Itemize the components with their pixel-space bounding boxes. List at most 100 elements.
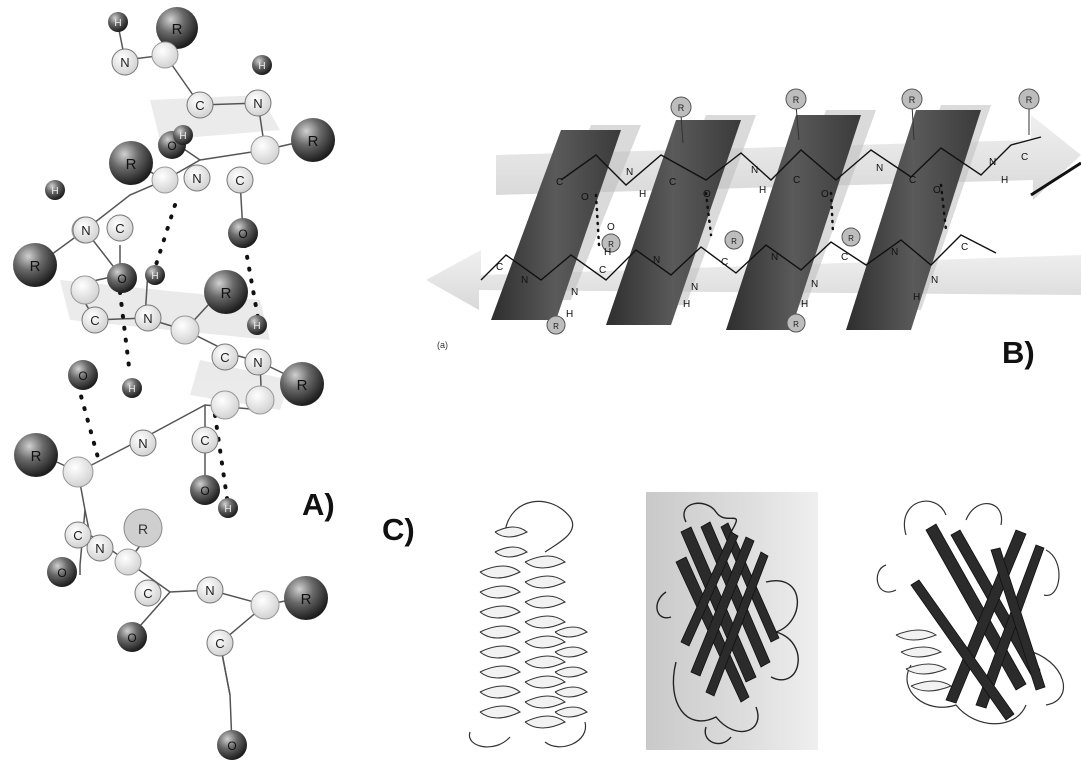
nitrogen-atom: N	[183, 164, 211, 192]
svg-text:O: O	[581, 192, 589, 203]
svg-text:R: R	[848, 234, 854, 243]
svg-text:C: C	[669, 177, 676, 188]
svg-text:N: N	[691, 282, 698, 293]
sheet-atom-labels: C N C N C N C N C O O O O H H H C N C N …	[496, 152, 1028, 320]
svg-text:C: C	[1021, 152, 1028, 163]
svg-text:H: H	[566, 309, 573, 320]
svg-text:R: R	[31, 448, 42, 465]
svg-text:O: O	[607, 222, 615, 233]
oxygen-atom: O	[107, 263, 137, 293]
connecting-loop	[903, 500, 947, 536]
svg-text:C: C	[235, 173, 244, 188]
svg-text:H: H	[179, 131, 186, 142]
svg-text:R: R	[1026, 95, 1033, 105]
side-chain-sphere: R	[14, 433, 58, 477]
side-chain-sphere: R	[284, 576, 328, 620]
svg-text:C: C	[90, 313, 99, 328]
oxygen-atom: O	[228, 218, 258, 248]
svg-text:N: N	[931, 275, 938, 286]
nitrogen-atom: N	[244, 348, 272, 376]
side-chain-sphere: R	[670, 96, 692, 144]
connecting-loop	[656, 591, 672, 619]
side-chain-sphere: R	[123, 508, 163, 548]
svg-text:N: N	[653, 255, 660, 266]
svg-text:C: C	[195, 98, 204, 113]
oxygen-atom: O	[117, 622, 147, 652]
svg-text:C: C	[73, 528, 82, 543]
nitrogen-atom: N	[244, 89, 272, 117]
alpha-carbons	[62, 41, 280, 620]
svg-text:H: H	[683, 299, 690, 310]
hydrogen-atom: H	[122, 378, 142, 398]
svg-text:H: H	[759, 185, 766, 196]
svg-text:O: O	[933, 185, 941, 196]
svg-text:H: H	[913, 292, 920, 303]
connecting-loop	[683, 502, 738, 533]
svg-text:O: O	[117, 272, 126, 286]
sheet-dark-bands	[491, 110, 981, 330]
panel-c-label: C)	[382, 512, 415, 547]
svg-text:C: C	[961, 242, 968, 253]
svg-text:O: O	[703, 189, 711, 200]
connecting-loop	[468, 731, 511, 748]
svg-text:N: N	[521, 275, 528, 286]
dark-band	[606, 120, 741, 325]
svg-text:R: R	[608, 240, 614, 249]
svg-text:H: H	[151, 271, 158, 282]
svg-text:O: O	[227, 739, 236, 753]
svg-text:H: H	[639, 189, 646, 200]
svg-text:R: R	[731, 237, 737, 246]
nitrogen-atom: N	[72, 216, 100, 244]
connecting-loop	[876, 564, 897, 593]
hydrogen-atom: H	[145, 265, 165, 285]
svg-text:O: O	[238, 227, 247, 241]
svg-text:R: R	[301, 591, 312, 608]
strand-end-line	[1030, 161, 1081, 197]
beta-strand-ribbons	[910, 523, 1046, 721]
helix-ribbons	[895, 629, 953, 692]
svg-text:H: H	[224, 504, 231, 515]
panel-b-label: B)	[1002, 335, 1035, 370]
beta-strand-ribbons	[675, 521, 780, 703]
hydrogen-atom: H	[173, 125, 193, 145]
dark-band	[846, 110, 981, 330]
nitrogen-atom: N	[129, 429, 157, 457]
svg-text:N: N	[571, 287, 578, 298]
svg-text:N: N	[192, 171, 201, 186]
hydrogen-atoms: H H H H H H H H	[45, 12, 272, 518]
hydrogen-bonds	[76, 203, 260, 507]
side-chain-sphere: R	[13, 243, 57, 287]
panel-c-helix-bundle	[468, 500, 588, 748]
hydrogen-atom: H	[252, 55, 272, 75]
svg-text:N: N	[253, 355, 262, 370]
oxygen-atom: O	[47, 557, 77, 587]
carbon-atom: C	[226, 166, 254, 194]
sheet-side-chains-top: R R R R	[670, 88, 1040, 144]
dark-band	[491, 130, 621, 320]
helix-ribbons	[479, 526, 588, 729]
svg-text:O: O	[127, 631, 136, 645]
panel-c-beta-sandwich	[656, 502, 799, 745]
connecting-loop	[1043, 549, 1060, 596]
svg-text:C: C	[220, 350, 229, 365]
panel-b-sublabel: (a)	[437, 340, 448, 350]
oxygen-atom: O	[68, 360, 98, 390]
side-chain-sphere: R	[156, 7, 198, 49]
svg-text:R: R	[678, 103, 685, 113]
svg-text:H: H	[114, 18, 121, 29]
carbon-atom: C	[186, 91, 214, 119]
svg-text:R: R	[793, 95, 800, 105]
side-chain-spheres: R R R R R R R R R	[13, 7, 335, 620]
svg-text:R: R	[221, 285, 232, 302]
svg-text:N: N	[876, 163, 883, 174]
svg-text:N: N	[138, 436, 147, 451]
svg-text:C: C	[909, 175, 916, 186]
svg-text:H: H	[1001, 175, 1008, 186]
connecting-loop	[704, 726, 732, 745]
svg-text:O: O	[57, 566, 66, 580]
nitrogen-atom: N	[134, 304, 162, 332]
svg-text:H: H	[51, 186, 58, 197]
svg-text:C: C	[793, 175, 800, 186]
svg-text:C: C	[215, 636, 224, 651]
svg-text:O: O	[167, 139, 176, 153]
